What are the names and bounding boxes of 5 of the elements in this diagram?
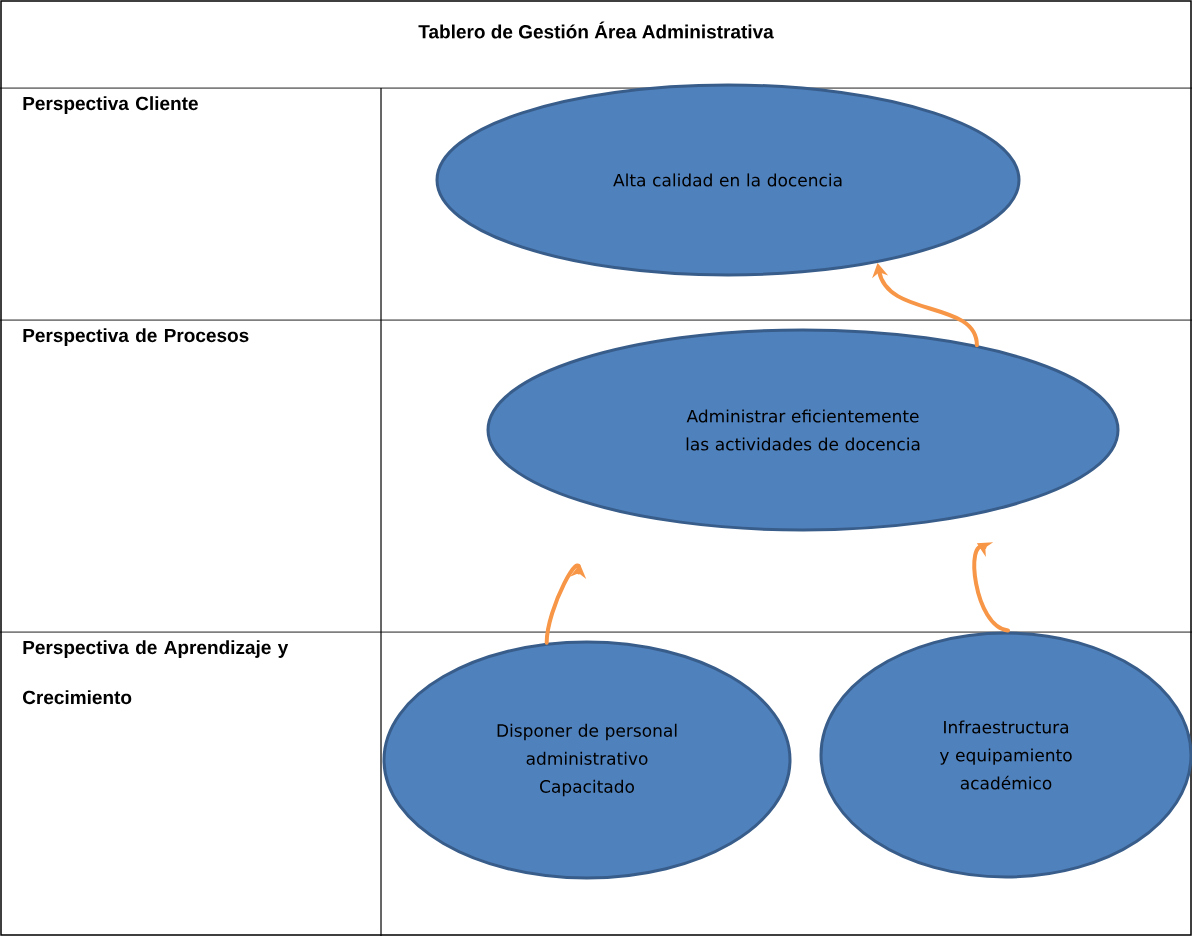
row-label: Perspectiva Cliente xyxy=(23,96,198,114)
row-label: Perspectiva de Aprendizaje y Crecimiento xyxy=(23,640,289,705)
row-label: Perspectiva de Procesos xyxy=(23,328,249,346)
curved-arrow xyxy=(972,542,1010,633)
table-title: Tablero de Gestión Área Administrativa xyxy=(418,21,774,39)
